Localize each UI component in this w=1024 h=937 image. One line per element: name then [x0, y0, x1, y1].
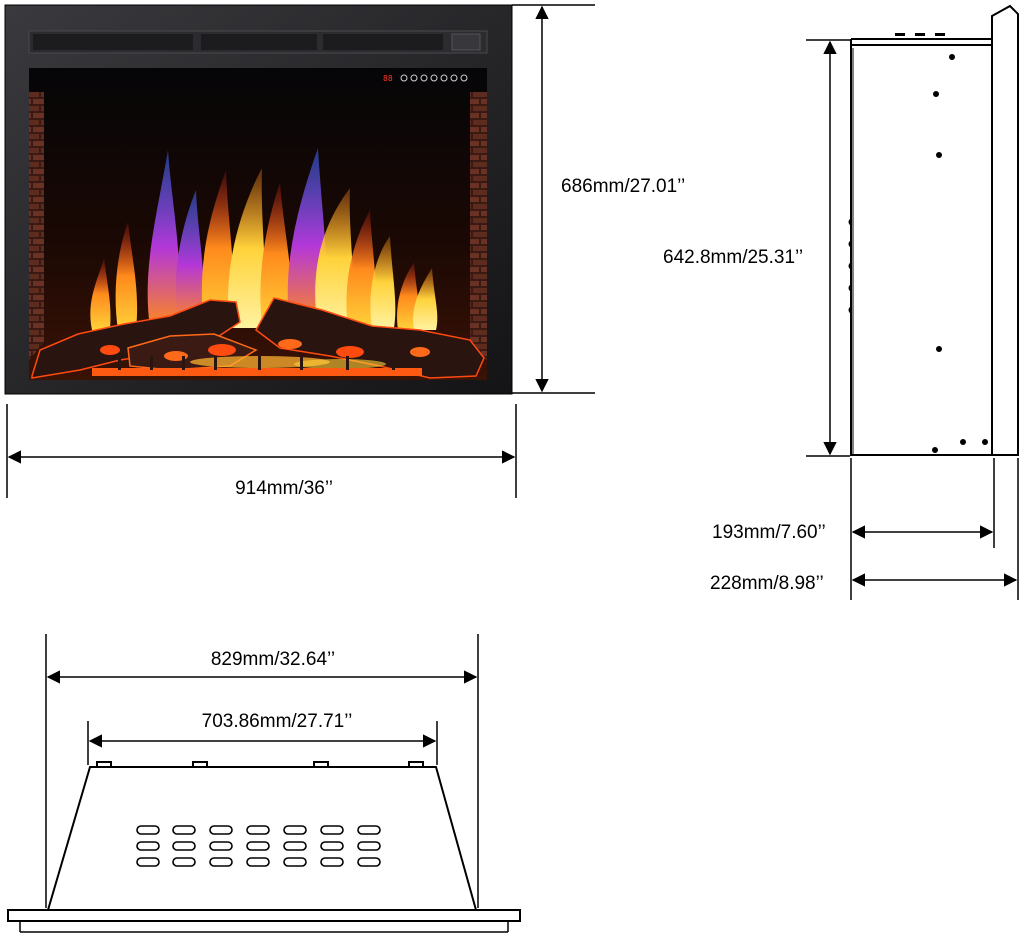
vent-slot-icon — [209, 841, 233, 851]
vent-slot-icon — [357, 841, 381, 851]
mounting-screw-icon — [933, 91, 939, 97]
control-button-icon — [400, 74, 408, 82]
top-width-inner-label: 703.86mm/27.71’’ — [202, 711, 353, 732]
grate-post — [118, 356, 121, 370]
ember-bed-grate — [92, 368, 422, 376]
right-brick-wall — [470, 92, 487, 360]
mounting-clip-icon — [848, 262, 851, 270]
front-dimension-lines — [6, 4, 595, 498]
front-height-label: 686mm/27.01’’ — [561, 176, 685, 197]
control-panel: 88 — [383, 74, 468, 83]
vent-slot-icon — [136, 857, 160, 867]
top-bracket — [935, 33, 945, 36]
top-body — [46, 766, 478, 911]
top-width-outer-label: 829mm/32.64’’ — [211, 649, 335, 670]
vent-slot-icon — [172, 841, 196, 851]
control-button-icon — [460, 74, 468, 82]
vent-slot-icon — [283, 857, 307, 867]
top-tab — [192, 761, 208, 768]
top-view — [7, 761, 521, 933]
grate-post — [346, 356, 349, 370]
control-button-icon — [450, 74, 458, 82]
grate-post — [150, 356, 153, 370]
top-tab — [96, 761, 112, 768]
side-view — [848, 4, 1019, 456]
top-bracket — [895, 33, 905, 36]
top-bracket — [915, 33, 925, 36]
vent-slot-icon — [283, 841, 307, 851]
vent-slot-icon — [283, 825, 307, 835]
vent-slot-icon — [172, 825, 196, 835]
vent-slot-icon — [357, 825, 381, 835]
flames — [90, 148, 438, 330]
control-display: 88 — [383, 74, 393, 83]
mounting-clip-icon — [848, 240, 851, 248]
side-dimension-lines — [806, 39, 1019, 600]
mounting-clip-icon — [848, 284, 851, 292]
side-height-label: 642.8mm/25.31’’ — [663, 247, 803, 268]
control-button-icon — [410, 74, 418, 82]
side-body — [850, 44, 993, 456]
control-button-icon — [430, 74, 438, 82]
mounting-screw-icon — [936, 152, 942, 158]
side-depth-total-label: 228mm/8.98’’ — [710, 573, 824, 594]
vent-slot-icon — [246, 825, 270, 835]
control-button-icon — [440, 74, 448, 82]
side-depth-body-label: 193mm/7.60’’ — [712, 522, 826, 543]
top-tab — [313, 761, 329, 768]
vent-slot-icon — [246, 841, 270, 851]
mounting-screw-icon — [982, 439, 988, 445]
top-front-flange — [7, 909, 521, 922]
mounting-clip-icon — [848, 306, 851, 314]
mounting-screw-icon — [936, 346, 942, 352]
grate-post — [214, 356, 217, 370]
vent-slot-icon — [320, 857, 344, 867]
left-brick-wall — [29, 92, 44, 360]
mounting-clip-icon — [848, 218, 851, 226]
control-button-icon — [420, 74, 428, 82]
vent-slot-icon — [320, 825, 344, 835]
vent-slot-icon — [136, 841, 160, 851]
grille-switch — [451, 33, 481, 51]
vent-slot-icon — [320, 841, 344, 851]
log-set — [31, 297, 485, 379]
side-front-frame — [991, 4, 1019, 456]
mounting-screw-icon — [949, 54, 955, 60]
front-width-label: 914mm/36’’ — [235, 478, 333, 499]
vent-slot-icon — [209, 825, 233, 835]
top-tab — [408, 761, 424, 768]
mounting-screw-icon — [932, 447, 938, 453]
front-view: 88 — [4, 4, 513, 395]
vent-slot-icon — [172, 857, 196, 867]
vent-slot-icon — [357, 857, 381, 867]
top-dimension-lines — [45, 634, 479, 908]
vent-slot-icon — [209, 857, 233, 867]
vent-slot-icon — [136, 825, 160, 835]
grate-post — [258, 356, 261, 370]
mounting-screw-icon — [960, 439, 966, 445]
vent-slot-icon — [246, 857, 270, 867]
grate-post — [392, 356, 395, 370]
grate-post — [182, 356, 185, 370]
grate-post — [300, 356, 303, 370]
